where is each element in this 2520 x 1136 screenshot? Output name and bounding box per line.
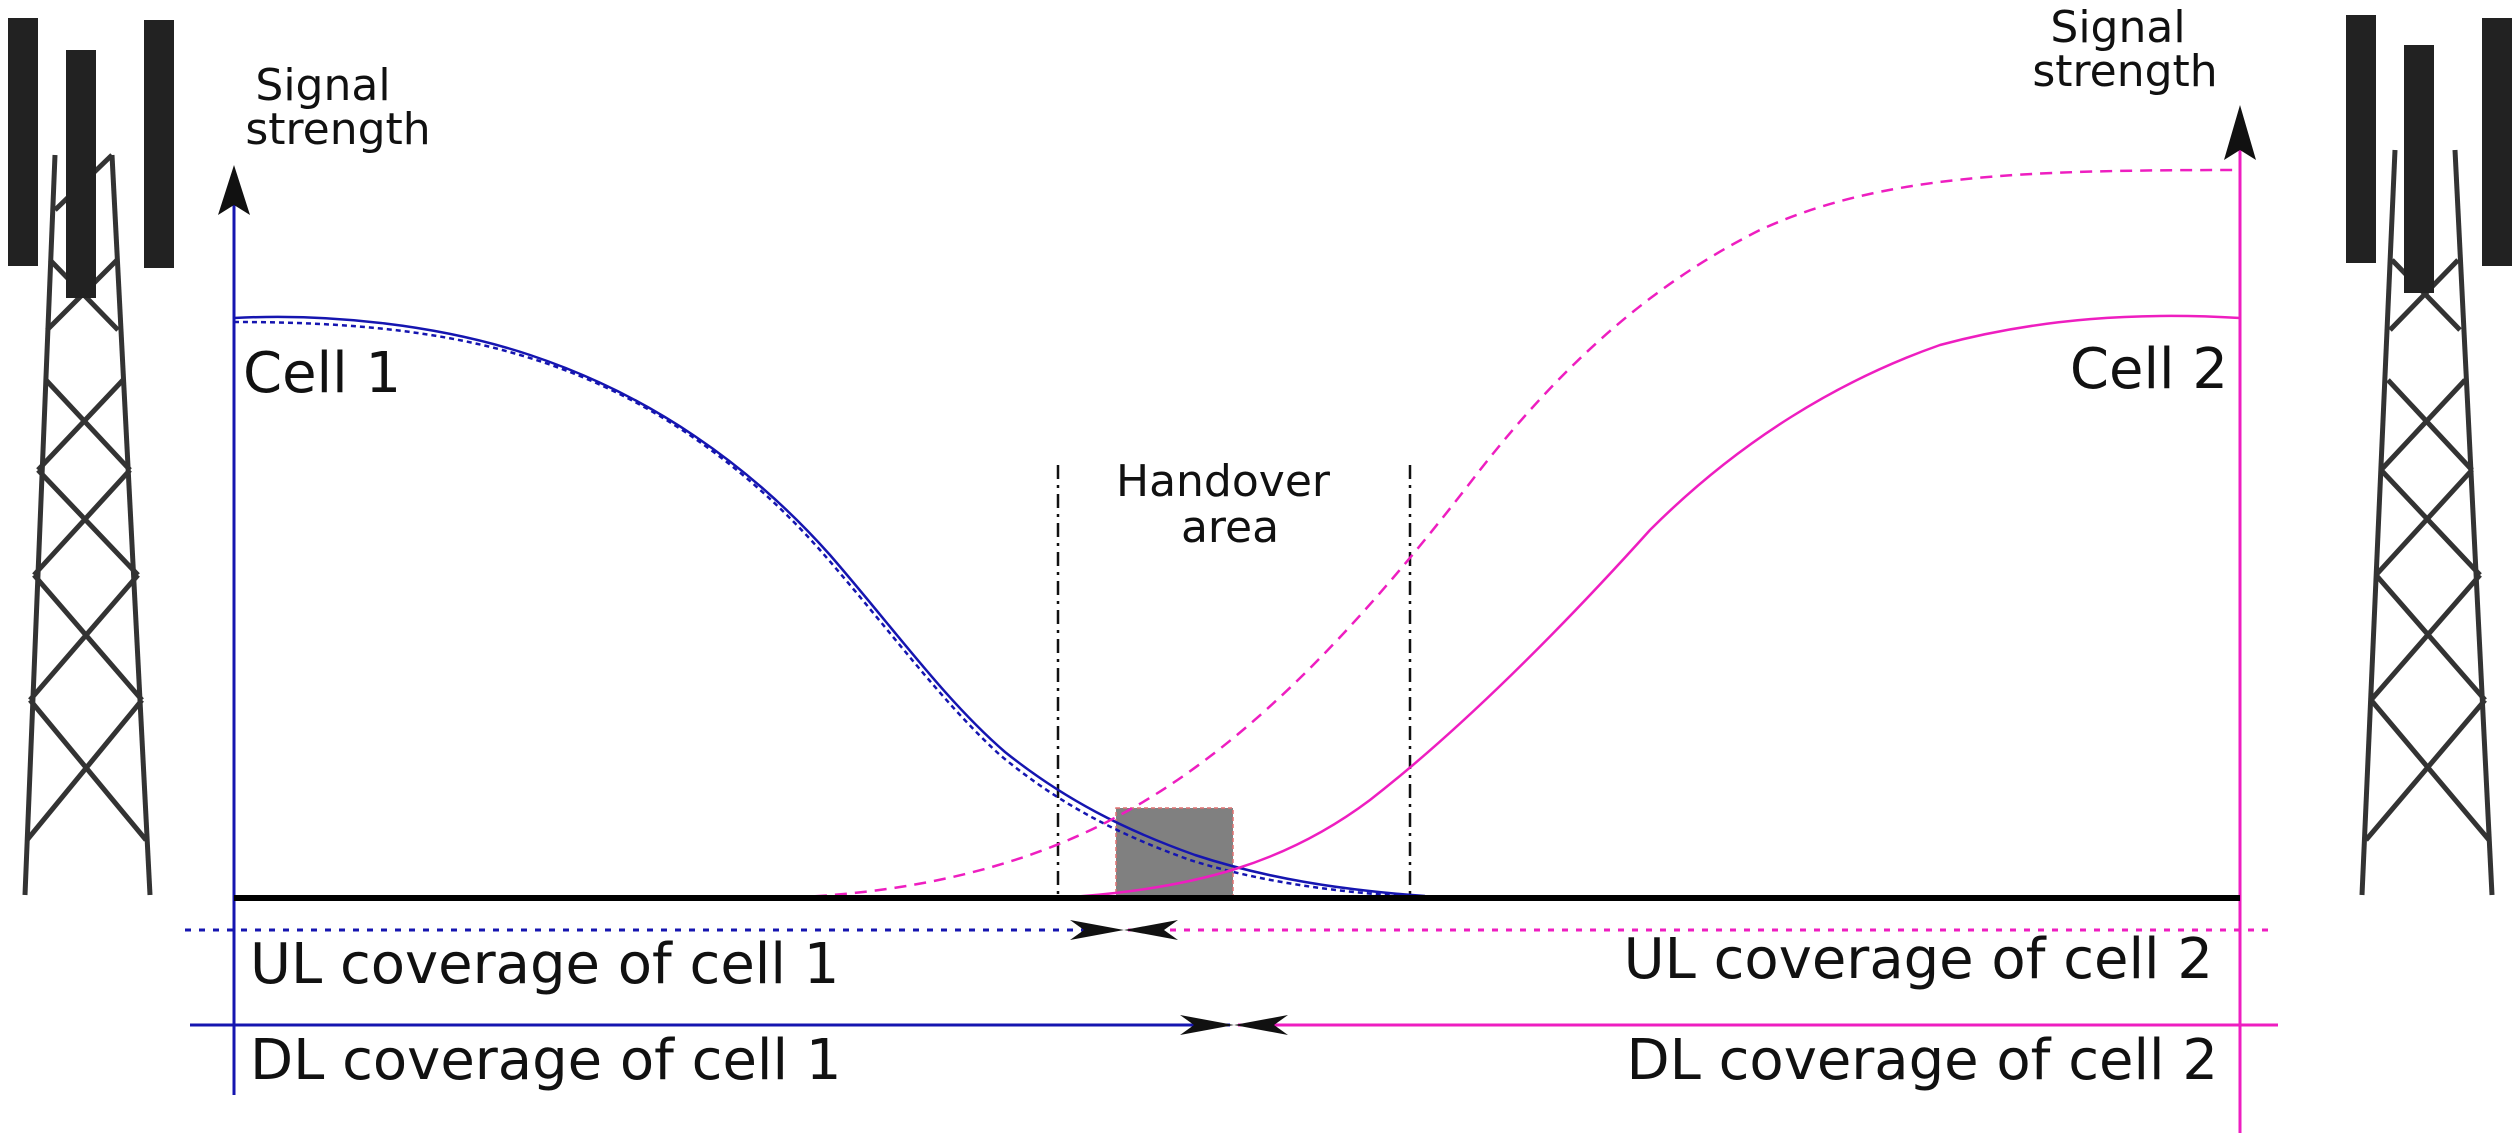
dl-coverage-label-cell2: DL coverage of cell 2: [1627, 1028, 2218, 1093]
left-tower-antennas: [8, 18, 174, 298]
right-axis-arrowhead: [2224, 105, 2256, 160]
ul-coverage-arrowhead-cell1: [1070, 920, 1124, 940]
cell1-label: Cell 1: [243, 341, 401, 406]
left-axis-label: Signal strength: [245, 60, 430, 155]
cell1-ul-curve: [233, 320, 1421, 899]
left-axis-arrowhead: [218, 165, 250, 215]
ul-coverage-arrowhead-cell2: [1124, 920, 1178, 940]
dl-coverage-label-cell1: DL coverage of cell 1: [250, 1028, 841, 1093]
dl-coverage-arrowhead-cell2: [1234, 1015, 1288, 1035]
dl-coverage-arrowhead-cell1: [1180, 1015, 1234, 1035]
right-tower-icon: [2359, 149, 2495, 896]
handover-area-label: Handover area: [1116, 456, 1344, 553]
cell2-label: Cell 2: [2070, 337, 2228, 402]
cell1-dl-curve: [233, 315, 1426, 898]
ul-coverage-label-cell2: UL coverage of cell 2: [1624, 927, 2213, 992]
cell2-dl-curve: [1054, 314, 2241, 900]
right-axis-label: Signal strength: [2032, 2, 2217, 97]
cell2-ul-curve: [774, 168, 2241, 900]
right-tower-antennas: [2346, 15, 2512, 293]
ul-coverage-label-cell1: UL coverage of cell 1: [250, 932, 839, 997]
